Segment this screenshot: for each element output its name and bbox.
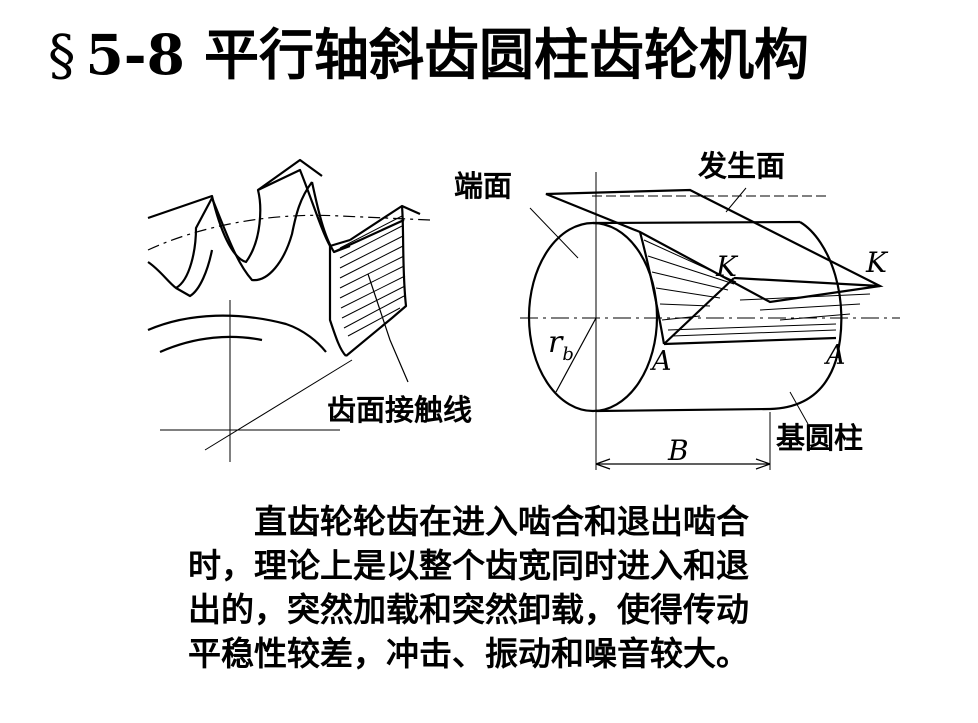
a-point-label-1: A	[649, 346, 672, 377]
end-face-label: 端面	[454, 169, 512, 203]
title-text: 5-8 平行轴斜齿圆柱齿轮机构	[85, 22, 810, 87]
slide-title: §5-8 平行轴斜齿圆柱齿轮机构	[48, 22, 809, 88]
a-point-label-2: A	[823, 340, 846, 371]
base-radius-label: rb	[548, 325, 574, 365]
tooth-contact-line-label: 齿面接触线	[327, 393, 472, 427]
section-mark: §	[48, 23, 76, 87]
k-point-label-2: K	[865, 246, 889, 279]
generating-plane-hatching	[643, 239, 871, 337]
paragraph-line: 时，理论上是以整个齿宽同时进入和退	[188, 546, 749, 585]
base-cylinder-label: 基圆柱	[776, 421, 863, 455]
k-point-label-1: K	[715, 250, 739, 283]
tooth-hatching	[339, 215, 406, 337]
paragraph-line: 出的，突然加载和突然卸载，使得传动	[188, 590, 749, 629]
gear-teeth-drawing	[147, 158, 431, 462]
generating-plane-label: 发生面	[697, 149, 785, 183]
face-width-label: B	[667, 434, 689, 467]
paragraph-line: 直齿轮轮齿在进入啮合和退出啮合	[254, 502, 749, 541]
paragraph-line: 平稳性较差，冲击、振动和噪音较大。	[188, 634, 749, 673]
explanation-paragraph: 直齿轮轮齿在进入啮合和退出啮合 时，理论上是以整个齿宽同时进入和退 出的，突然加…	[188, 500, 868, 676]
